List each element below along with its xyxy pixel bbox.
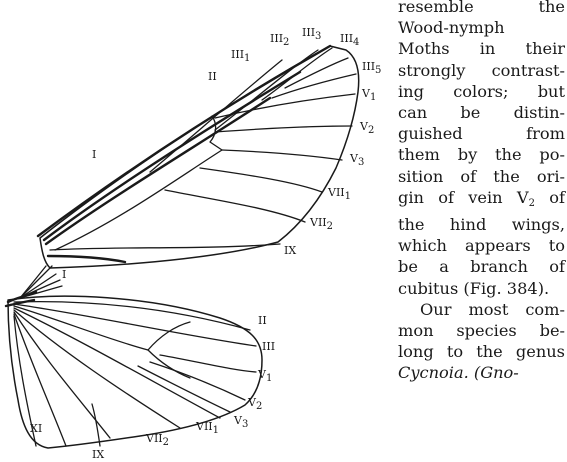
text-line: mon species be- [398, 320, 565, 341]
text-line: Moths in their [398, 38, 565, 59]
fore-vein-cu2 [165, 190, 305, 222]
hind-vein-cell-top [148, 322, 190, 350]
label-vii1: VII1 [327, 186, 351, 202]
hind-label-i: I [62, 268, 66, 281]
label-iii5: III5 [362, 60, 381, 76]
label-ix: IX [284, 244, 296, 257]
hind-label-ii: II [258, 314, 267, 327]
fore-vein-m3 [222, 150, 342, 160]
text-line-continuation: of [535, 188, 565, 207]
text-line: long to the genus [398, 341, 565, 362]
hind-label-ix: IX [92, 448, 104, 461]
fore-vein-r3 [262, 48, 332, 100]
text-line-content: which appears to [398, 236, 565, 255]
text-line: sition of the ori- [398, 166, 565, 187]
fore-vein-r5 [272, 74, 356, 98]
fore-vein-subcosta [44, 72, 300, 240]
text-line: which appears to [398, 235, 565, 256]
label-iii4: III4 [340, 32, 359, 48]
text-line-content: resemble the [398, 0, 565, 16]
text-line: guished from [398, 123, 565, 144]
text-line-content: strongly contrast- [398, 61, 565, 80]
text-line: them by the po- [398, 144, 565, 165]
hind-vein-cu2 [14, 310, 180, 428]
label-iii1: III1 [231, 48, 250, 64]
text-line: strongly contrast- [398, 60, 565, 81]
label-ii: II [208, 70, 217, 83]
text-line-content: gin of vein V [398, 188, 529, 207]
text-line-content: Cycnoia. (Gno- [398, 363, 519, 382]
text-line-content: be a branch of [398, 257, 565, 276]
fore-vein-anal-base [48, 256, 125, 262]
label-v2: V2 [359, 120, 374, 136]
hind-vein-cu1 [14, 308, 220, 418]
text-line-content: the hind wings, [398, 215, 565, 234]
hind-label-iii: III [262, 340, 275, 353]
text-line: can be distin- [398, 102, 565, 123]
hind-label-vii2: VII2 [145, 432, 169, 448]
text-line-content: Wood-nymph [398, 18, 505, 37]
label-vii2: VII2 [309, 216, 333, 232]
text-line-content: sition of the ori- [398, 167, 565, 186]
label-iii2: III2 [270, 32, 289, 48]
hind-vein-stem [14, 306, 148, 350]
frenulum-bristles [6, 266, 62, 306]
fore-vein-m1 [215, 94, 355, 118]
fore-vein-cu1 [200, 168, 322, 192]
hind-label-vii1: VII1 [195, 420, 219, 436]
fore-vein-radius-base [46, 98, 270, 244]
text-line-content: ing colors; but [398, 82, 565, 101]
label-i: I [92, 148, 96, 161]
hind-label-xi: XI [30, 422, 42, 435]
text-line: ing colors; but [398, 81, 565, 102]
text-line: be a branch of [398, 256, 565, 277]
text-line-content: guished from [398, 124, 565, 143]
text-line: Our most com- [398, 299, 565, 320]
text-line: Wood-nymph [398, 17, 565, 38]
fore-wing: III1 III2 III3 III4 III5 II I V1 V2 V3 V… [38, 26, 381, 268]
label-iii3: III3 [302, 26, 321, 42]
hind-vein-m3 [138, 366, 230, 412]
text-line-content: can be distin- [398, 103, 565, 122]
text-line-content: Our most com- [420, 300, 565, 319]
label-v1: V1 [361, 87, 376, 103]
text-line: cubitus (Fig. 384). [398, 278, 565, 299]
fore-wing-outline [40, 46, 359, 268]
text-line-content: them by the po- [398, 145, 565, 164]
label-v3: V3 [349, 152, 364, 168]
text-line-content: Moths in their [398, 39, 565, 58]
text-line: resemble the [398, 0, 565, 17]
hind-label-v3: V3 [233, 414, 248, 430]
fore-vein-m2 [215, 126, 352, 132]
hind-vein-m2 [150, 362, 245, 400]
text-line: Cycnoia. (Gno- [398, 362, 565, 383]
fore-vein-costa [38, 46, 330, 236]
text-line-content: cubitus (Fig. 384). [398, 279, 549, 298]
text-line: gin of vein V2 of [398, 187, 565, 214]
hind-wing: I II III V1 V2 V3 VII1 VII2 IX XI [6, 266, 275, 461]
hind-vein-m1 [160, 355, 256, 372]
text-line-content: mon species be- [398, 321, 565, 340]
wing-venation-figure: III1 III2 III3 III4 III5 II I V1 V2 V3 V… [0, 0, 400, 462]
text-line: the hind wings, [398, 214, 565, 235]
text-line-content: long to the genus [398, 342, 565, 361]
hind-label-v2: V2 [247, 396, 262, 412]
